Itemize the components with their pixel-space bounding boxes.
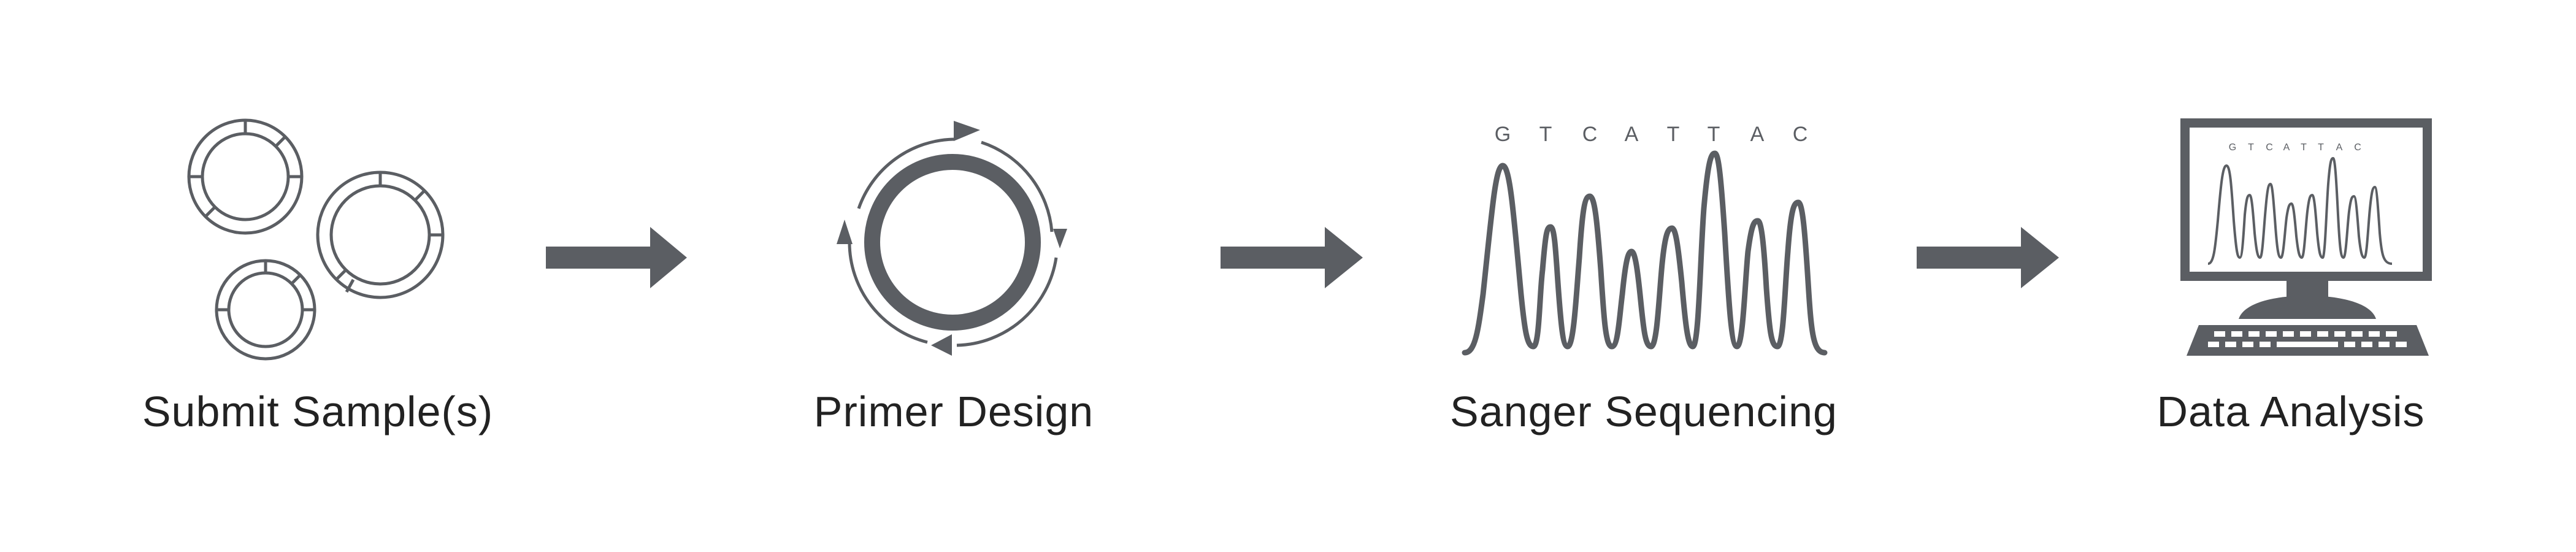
- base-call: C: [1582, 123, 1598, 146]
- base-call: T: [2248, 142, 2254, 153]
- step-label-sanger-sequencing: Sanger Sequencing: [1450, 388, 1838, 435]
- base-call: T: [1708, 123, 1720, 146]
- step-label-data-analysis: Data Analysis: [2156, 388, 2425, 435]
- monitor-trace: [2207, 157, 2393, 265]
- plasmid-2-icon: [316, 171, 445, 299]
- step-label-submit-samples: Submit Sample(s): [142, 388, 493, 435]
- computer-monitor-icon: G T C A T T A C: [2180, 118, 2432, 356]
- step-submit-samples: Submit Sample(s): [142, 118, 493, 435]
- keyboard-icon: [2187, 325, 2429, 356]
- base-call: T: [2301, 142, 2307, 153]
- plasmid-3-icon: [215, 259, 316, 361]
- chromatogram-trace: [1462, 150, 1828, 356]
- plasmid-1-icon: [187, 118, 304, 235]
- step-primer-design: Primer Design: [814, 121, 1094, 435]
- base-call: A: [2283, 142, 2290, 153]
- base-call: T: [1539, 123, 1552, 146]
- keyboard-keys: [2208, 331, 2407, 347]
- base-call: C: [2354, 142, 2361, 153]
- base-call: T: [1667, 123, 1680, 146]
- monitor-base: [2239, 296, 2376, 319]
- monitor-screen: [2190, 128, 2423, 272]
- flow-arrow-3: [1917, 227, 2059, 288]
- monitor-base-calls: G T C A T T A C: [2229, 142, 2361, 153]
- step-sanger-sequencing: G T C A T T A C Sanger Sequencing: [1450, 123, 1838, 435]
- circular-cycle-icon: [837, 121, 1067, 356]
- base-call: G: [1495, 123, 1511, 146]
- flow-arrow-1: [546, 227, 687, 288]
- flow-arrow-2: [1221, 227, 1363, 288]
- base-call: T: [2318, 142, 2324, 153]
- base-call: C: [2266, 142, 2273, 153]
- base-call: A: [1750, 123, 1765, 146]
- chromatogram-icon: G T C A T T A C: [1462, 123, 1828, 356]
- base-call: A: [1625, 123, 1639, 146]
- plasmid-samples-icon: [187, 118, 445, 361]
- primer-ring: [864, 154, 1041, 331]
- base-call: A: [2336, 142, 2343, 153]
- base-call: C: [1793, 123, 1808, 146]
- step-label-primer-design: Primer Design: [814, 388, 1094, 435]
- base-call: G: [2229, 142, 2236, 153]
- base-calls: G T C A T T A C: [1495, 123, 1808, 146]
- step-data-analysis: G T C A T T A C: [2156, 118, 2432, 435]
